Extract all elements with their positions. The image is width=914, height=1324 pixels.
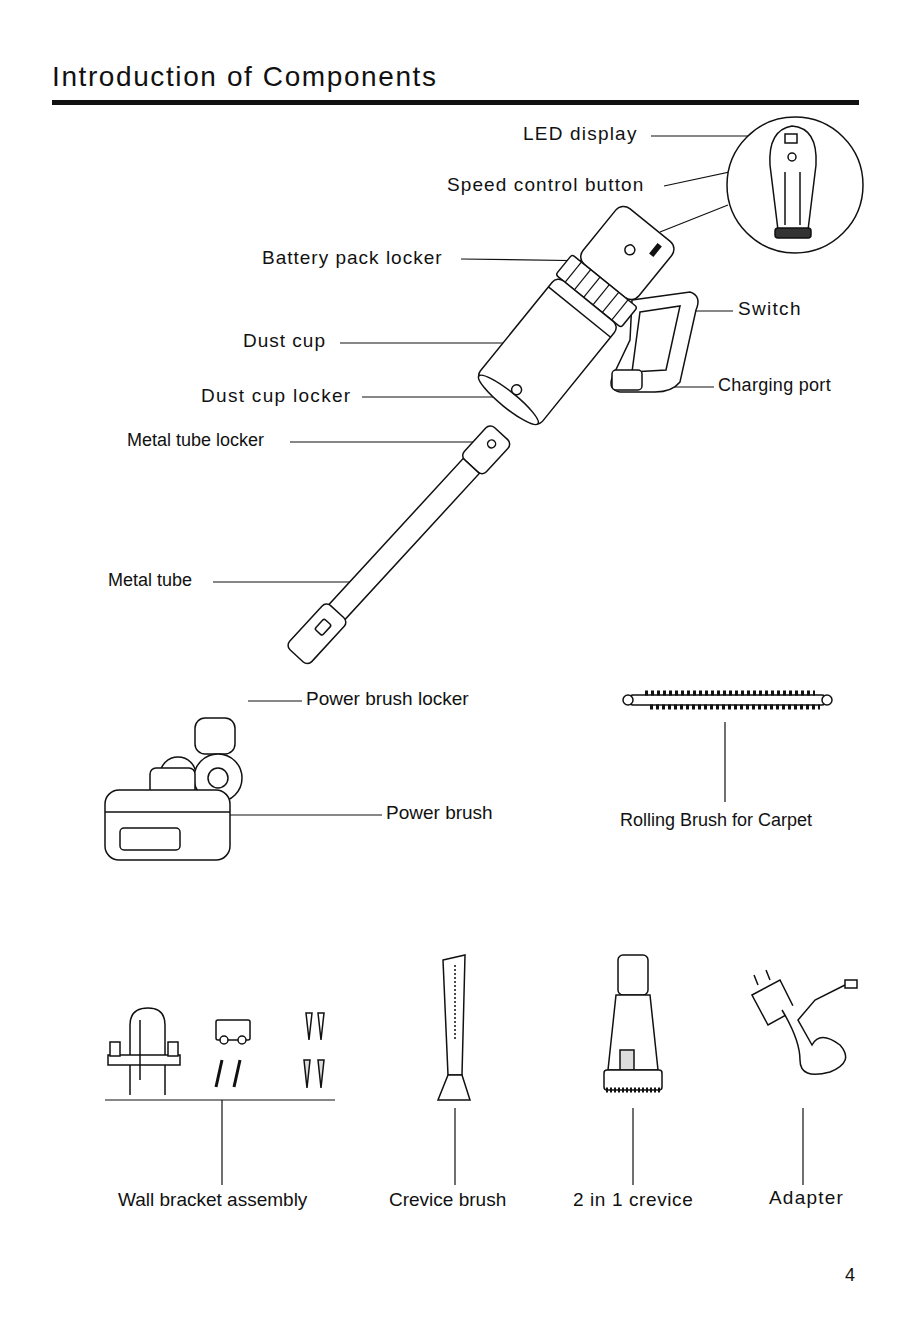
part-label: Wall bracket assembly xyxy=(118,1190,307,1211)
adapter xyxy=(752,970,857,1074)
metal-tube xyxy=(286,423,512,666)
rolling-brush xyxy=(623,693,832,707)
power-brush xyxy=(105,718,242,860)
two-in-one-crevice xyxy=(604,955,662,1090)
part-label: Power brush locker xyxy=(306,689,469,710)
part-label: 2 in 1 crevice xyxy=(573,1190,693,1211)
page-title: Introduction of Components xyxy=(52,62,438,93)
crevice-brush xyxy=(438,955,470,1100)
vacuum-body xyxy=(471,199,683,433)
zoom-handle xyxy=(727,117,863,253)
part-label: Power brush xyxy=(386,803,493,824)
page-number: 4 xyxy=(845,1266,855,1286)
part-label: Crevice brush xyxy=(389,1190,506,1211)
part-label: Metal tube locker xyxy=(127,431,264,451)
part-label: Switch xyxy=(738,299,802,320)
leader-lines xyxy=(105,136,803,1185)
wall-bracket-assembly xyxy=(108,1008,324,1095)
title-rule xyxy=(52,100,859,105)
part-label: Rolling Brush for Carpet xyxy=(620,811,812,831)
part-label: Speed control button xyxy=(447,175,644,196)
part-label: Adapter xyxy=(769,1188,844,1209)
part-label: LED display xyxy=(523,124,638,145)
part-label: Metal tube xyxy=(108,571,192,591)
part-label: Battery pack locker xyxy=(262,248,443,269)
part-label: Dust cup locker xyxy=(201,386,351,407)
part-label: Charging port xyxy=(718,376,831,396)
part-label: Dust cup xyxy=(243,331,326,352)
